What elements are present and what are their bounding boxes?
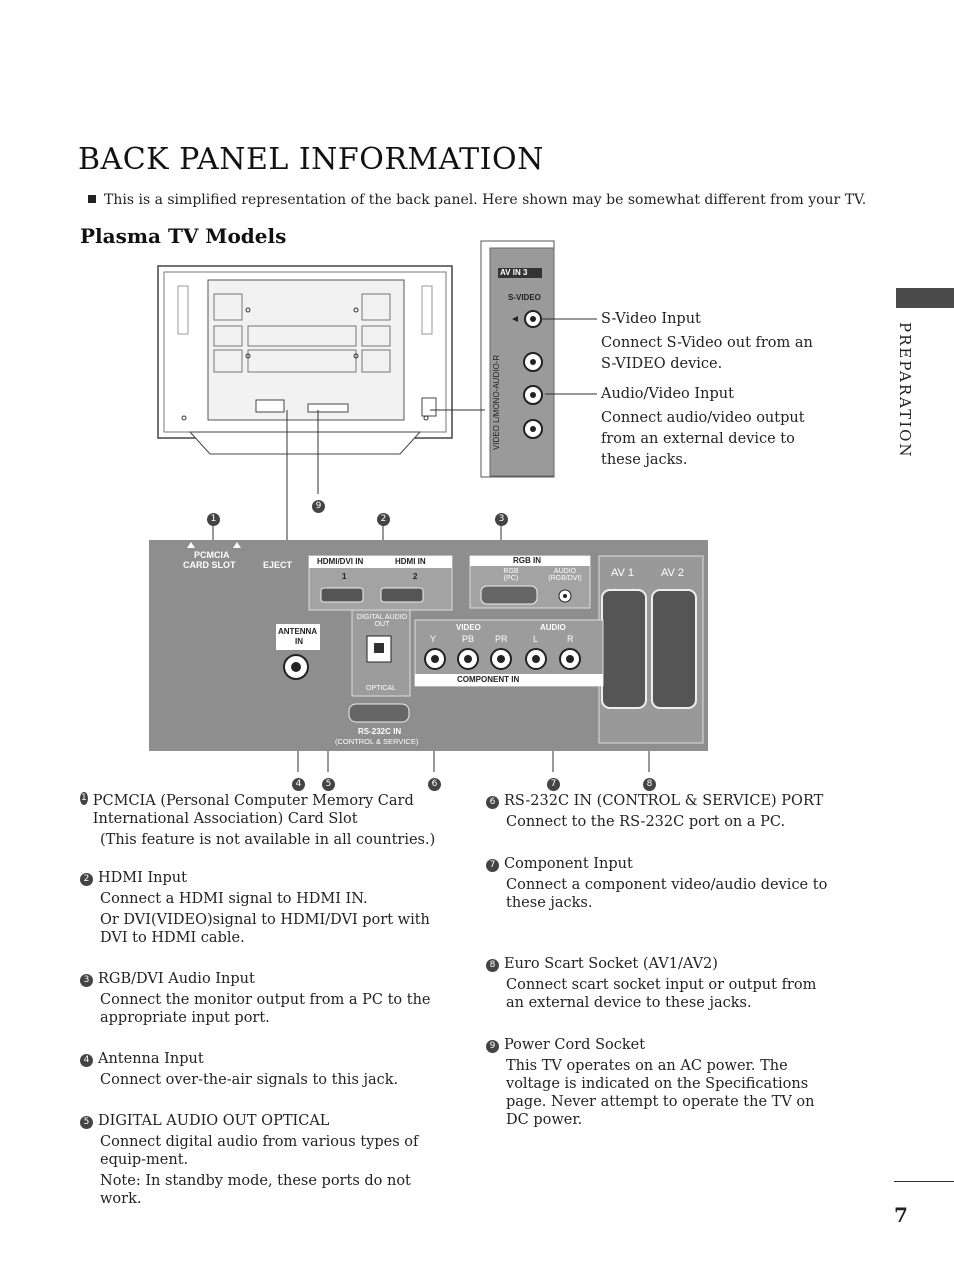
num-badge: 8	[486, 959, 499, 972]
marker-1: 1	[207, 507, 225, 526]
r-label: R	[567, 634, 574, 644]
marker-6: 6	[428, 772, 446, 791]
item-7-line-1: Connect a component video/audio device t…	[506, 877, 828, 911]
item-6-line-1: Connect to the RS-232C port on a PC.	[506, 814, 786, 830]
marker-8: 8	[643, 772, 661, 791]
page-title: BACK PANEL INFORMATION	[78, 142, 544, 177]
item-9-title: Power Cord Socket	[504, 1037, 646, 1053]
marker-4: 4	[292, 772, 310, 791]
audio-rgb-dvi-label: AUDIO (RGB/DVI)	[548, 568, 582, 582]
item-2: 2 HDMI Input Connect a HDMI signal to HDM…	[80, 869, 445, 947]
card-slot-label: CARD SLOT	[183, 560, 236, 570]
item-3-title: RGB/DVI Audio Input	[98, 971, 255, 987]
audio-label: AUDIO	[540, 623, 566, 632]
side-tab-label: PREPARATION	[896, 322, 914, 459]
item-1-title: PCMCIA (Personal Computer Memory Card In…	[92, 793, 414, 827]
item-3-line-1: Connect the monitor output from a PC to …	[100, 992, 431, 1026]
item-6: 6 RS-232C IN (CONTROL & SERVICE) PORT Con…	[486, 792, 836, 831]
rgb-pc-label: RGB (PC)	[503, 568, 519, 582]
side-tab-bar	[896, 288, 954, 308]
control-service-label: (CONTROL & SERVICE)	[335, 737, 419, 746]
hdmi-port-1-label: 1	[342, 572, 347, 581]
y-label: Y	[430, 634, 437, 644]
marker-3: 3	[495, 507, 513, 526]
video-label: VIDEO	[456, 623, 481, 632]
num-badge: 5	[80, 1116, 93, 1129]
item-2-line-2: Or DVI(VIDEO)signal to HDMI/DVI port wit…	[100, 912, 430, 946]
item-4-title: Antenna Input	[98, 1051, 204, 1067]
marker-7: 7	[547, 772, 565, 791]
item-9-line-1: This TV operates on an AC power. The vol…	[506, 1058, 815, 1128]
num-badge: 4	[80, 1054, 93, 1067]
av1-label: AV 1	[611, 567, 635, 579]
item-5-line-2: Note: In standby mode, these ports do no…	[100, 1173, 411, 1207]
item-7: 7 Component Input Connect a component vid…	[486, 855, 836, 912]
svideo-label: S-VIDEO	[508, 293, 541, 302]
rgb-in-label: RGB IN	[513, 556, 541, 565]
num-badge: 3	[80, 974, 93, 987]
pcmcia-label: PCMCIA	[194, 550, 230, 560]
item-8: 8 Euro Scart Socket (AV1/AV2) Connect sca…	[486, 955, 836, 1012]
component-in-label: COMPONENT IN	[457, 675, 520, 684]
footer-rule	[894, 1181, 954, 1182]
item-8-title: Euro Scart Socket (AV1/AV2)	[504, 956, 718, 972]
item-4-line-1: Connect over-the-air signals to this jac…	[100, 1072, 399, 1088]
item-2-line-1: Connect a HDMI signal to HDMI IN.	[100, 891, 368, 907]
marker-9: 9	[312, 494, 330, 513]
item-9: 9 Power Cord Socket This TV operates on a…	[486, 1036, 836, 1129]
item-8-line-1: Connect scart socket input or output fro…	[506, 977, 817, 1011]
av2-label: AV 2	[661, 567, 685, 579]
intro-note: This is a simplified representation of t…	[88, 192, 866, 208]
intro-note-text: This is a simplified representation of t…	[104, 192, 867, 208]
video-audio-label: VIDEO L/MONO-AUDIO-R	[492, 354, 501, 450]
av-callout-text: Connect audio/video output from an exter…	[601, 410, 805, 468]
antenna-in-label: IN	[295, 637, 303, 646]
side-av-panel	[480, 240, 555, 478]
hdmi-in-label: HDMI IN	[395, 557, 426, 566]
section-subtitle: Plasma TV Models	[80, 224, 287, 248]
item-5-line-1: Connect digital audio from various types…	[100, 1134, 419, 1168]
num-badge: 1	[80, 792, 88, 805]
item-5-title: DIGITAL AUDIO OUT OPTICAL	[98, 1113, 330, 1129]
num-badge: 2	[80, 873, 93, 886]
av-in3-label: AV IN 3	[500, 268, 528, 277]
item-7-title: Component Input	[504, 856, 633, 872]
svideo-callout-text: Connect S-Video out from an S-VIDEO devi…	[601, 335, 813, 372]
item-3: 3 RGB/DVI Audio Input Connect the monitor…	[80, 970, 445, 1027]
tv-rear-illustration	[157, 265, 453, 455]
antenna-label: ANTENNA	[278, 627, 318, 636]
item-6-title: RS-232C IN (CONTROL & SERVICE) PORT	[504, 793, 824, 809]
digital-audio-out-label: DIGITAL AUDIO OUT	[356, 614, 408, 628]
l-label: L	[533, 634, 539, 644]
num-badge: 7	[486, 859, 499, 872]
hdmi-dvi-in-label: HDMI/DVI IN	[317, 557, 364, 566]
av-callout-title: Audio/Video Input	[601, 386, 734, 402]
marker-2: 2	[377, 507, 395, 526]
marker-5: 5	[322, 772, 340, 791]
hdmi-port-2-label: 2	[413, 572, 418, 581]
optical-label: OPTICAL	[366, 685, 396, 692]
num-badge: 6	[486, 796, 499, 809]
item-1: 1 PCMCIA (Personal Computer Memory Card I…	[80, 792, 445, 849]
bullet-square-icon	[88, 195, 96, 203]
item-4: 4 Antenna Input Connect over-the-air sign…	[80, 1050, 445, 1089]
item-1-line-1: (This feature is not available in all co…	[100, 832, 436, 848]
num-badge: 9	[486, 1040, 499, 1053]
connector-panel-graphics	[187, 542, 704, 744]
page-number: 7	[894, 1203, 908, 1227]
eject-label: EJECT	[263, 560, 293, 570]
svideo-callout-title: S-Video Input	[601, 311, 701, 327]
item-5: 5 DIGITAL AUDIO OUT OPTICAL Connect digit…	[80, 1112, 445, 1208]
rs232c-label: RS-232C IN	[358, 727, 402, 736]
item-2-title: HDMI Input	[98, 870, 187, 886]
pr-label: PR	[495, 634, 508, 644]
pb-label: PB	[462, 634, 475, 644]
